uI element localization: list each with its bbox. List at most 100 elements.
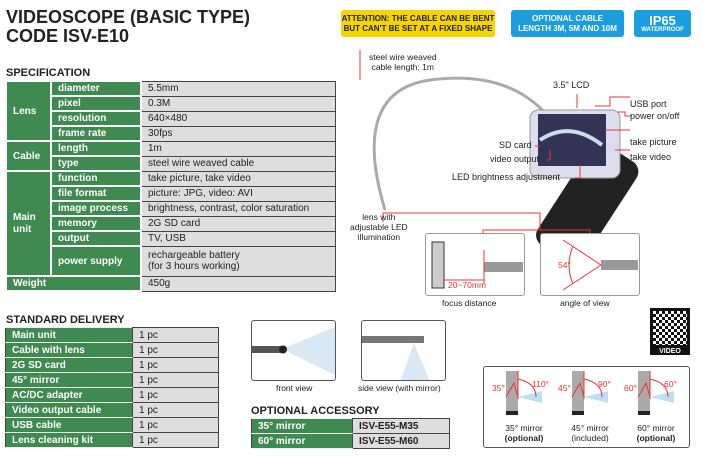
- led-label: LED brightness adjustment: [452, 172, 561, 182]
- mirror-note: (optional): [504, 433, 544, 443]
- spec-value: rechargeable battery(for 3 hours working…: [140, 245, 336, 277]
- front-view-caption: front view: [276, 383, 313, 393]
- group-weight: Weight: [5, 275, 142, 292]
- mirror-note: (optional): [636, 433, 676, 443]
- page-title: VIDEOSCOPE (BASIC TYPE)CODE ISV-E10: [6, 8, 250, 46]
- mirror-illustration: [505, 371, 542, 415]
- delivery-item: Cable with lens: [5, 342, 133, 358]
- delivery-qty: 1 pc: [132, 402, 219, 418]
- mirror-note: (included): [571, 433, 609, 443]
- spec-title: SPECIFICATION: [6, 67, 91, 79]
- accessory-code: ISV-E55-M35: [352, 418, 450, 434]
- power-line-2: (for 3 hours working): [148, 261, 240, 272]
- angle-view-panel: 54°: [540, 233, 640, 296]
- spec-value: 0.3M: [140, 95, 336, 112]
- side-view-image: [361, 320, 446, 381]
- ip-sub: WATERPROOF: [641, 26, 684, 33]
- lens-label-1: lens with: [362, 212, 396, 222]
- accessory-code: ISV-E55-M60: [352, 433, 450, 449]
- cable-line-2: LENGTH 3M, 5M AND 10M: [518, 23, 617, 33]
- angle-diagram: [562, 239, 638, 291]
- spec-label: type: [50, 155, 142, 172]
- power-label: power on/off: [630, 111, 680, 121]
- spec-value: 5.5mm: [140, 80, 336, 97]
- spec-label: frame rate: [50, 125, 142, 142]
- mirror-view-angle: 110°: [532, 379, 549, 389]
- delivery-item: Lens cleaning kit: [5, 432, 133, 448]
- mirror-name: 35° mirror: [505, 423, 543, 433]
- group-main-unit: Main unit: [5, 170, 52, 277]
- spec-value: 30fps: [140, 125, 336, 142]
- delivery-qty: 1 pc: [132, 432, 219, 448]
- mirror-angle: 35°: [492, 383, 505, 393]
- mirror-illustration: [637, 371, 674, 415]
- spec-value: steel wire weaved cable: [140, 155, 336, 172]
- attention-line-2: BUT CAN'T BE SET AT A FIXED SHAPE: [343, 23, 493, 33]
- focus-diagram: [431, 241, 523, 289]
- spec-value: picture: JPG, video: AVI: [140, 185, 336, 202]
- product-code: CODE ISV-E10: [6, 26, 130, 46]
- spec-value: take picture, take video: [140, 170, 336, 187]
- delivery-qty: 1 pc: [132, 387, 219, 403]
- qr-code: [650, 308, 690, 348]
- mirror-view-angle: 90°: [598, 379, 611, 389]
- spec-value: 1m: [140, 140, 336, 157]
- spec-value: 2G SD card: [140, 215, 336, 232]
- take-video-label: take video: [630, 152, 672, 162]
- focus-caption: focus distance: [442, 298, 497, 308]
- ip-rating: IP65: [649, 12, 676, 28]
- group-cable: Cable: [5, 140, 52, 172]
- delivery-item: 45° mirror: [5, 372, 133, 388]
- delivery-item: USB cable: [5, 417, 133, 433]
- spec-value: 450g: [140, 275, 336, 292]
- delivery-item: 2G SD card: [5, 357, 133, 373]
- spec-value: TV, USB: [140, 230, 336, 247]
- mirror-angle: 60°: [624, 383, 637, 393]
- mirror-view-angle: 60°: [664, 379, 677, 389]
- side-view-illustration: [362, 336, 430, 380]
- focus-distance-panel: 20~70mm: [425, 233, 525, 296]
- side-view-caption: side view (with mirror): [358, 383, 441, 393]
- spec-label: function: [50, 170, 142, 187]
- spec-value: brightness, contrast, color saturation: [140, 200, 336, 217]
- mirror-name: 45° mirror: [571, 423, 609, 433]
- mirror-angle: 45°: [558, 383, 571, 393]
- front-view-illustration: [252, 326, 335, 376]
- accessory-title: OPTIONAL ACCESSORY: [251, 405, 380, 417]
- mirror-item: 35° 110° 35° mirror (optional): [492, 371, 556, 447]
- delivery-item: Video output cable: [5, 402, 133, 418]
- focus-value: 20~70mm: [448, 280, 487, 290]
- delivery-qty: 1 pc: [132, 417, 219, 433]
- sd-card-label: SD card: [499, 140, 532, 150]
- spec-label: file format: [50, 185, 142, 202]
- delivery-title: STANDARD DELIVERY: [6, 314, 125, 326]
- accessory-item: 35° mirror: [251, 418, 353, 434]
- mirror-item: 45° 90° 45° mirror (included): [558, 371, 622, 447]
- spec-label: pixel: [50, 95, 142, 112]
- delivery-qty: 1 pc: [132, 357, 219, 373]
- delivery-qty: 1 pc: [132, 372, 219, 388]
